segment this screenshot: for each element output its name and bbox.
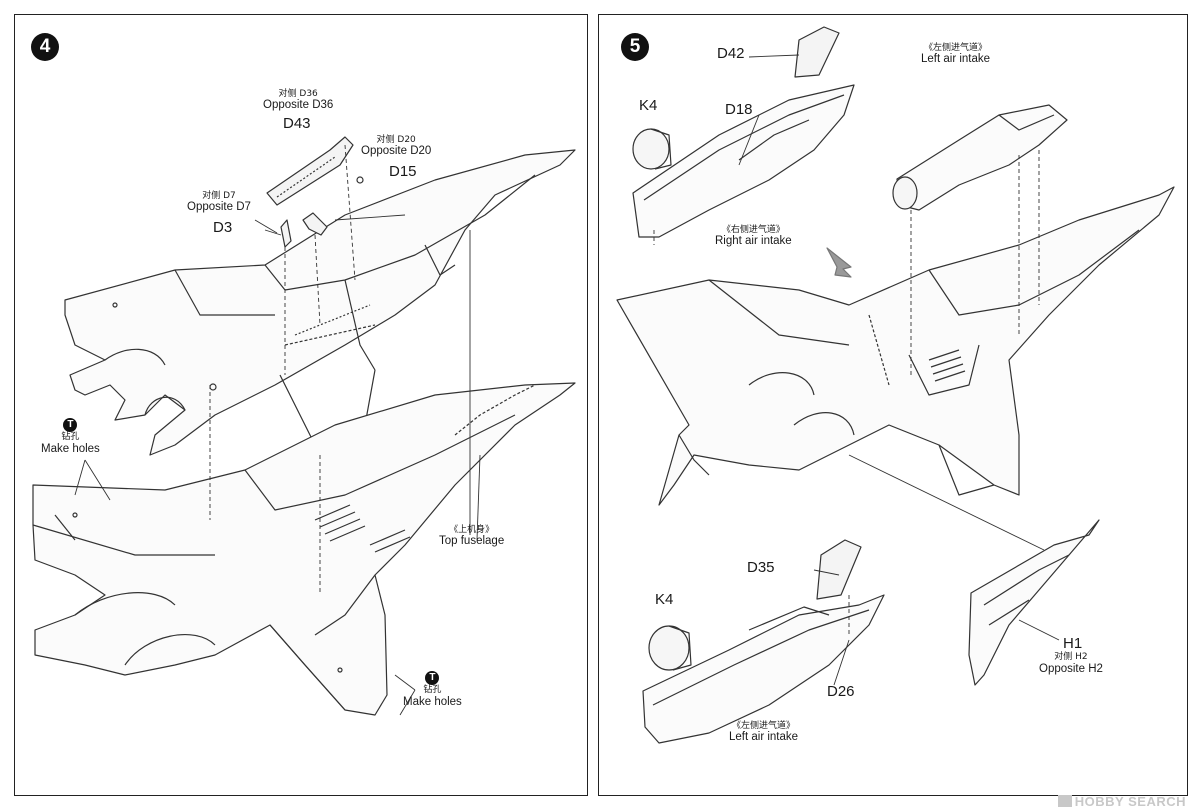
watermark-logo-icon [1057,795,1072,807]
left-intake-cn-text-bottom: 《左侧进气道》 [732,721,796,731]
left-air-intake-top-drawing [892,104,1068,211]
left-air-intake-label-top: 《左侧进气道》 Left air intake [921,43,990,67]
part-k4-label-bottom: K4 [655,591,674,608]
part-d42-label: D42 [717,45,745,62]
d7-cn-text: 对侧 D7 [202,191,236,201]
aircraft-assembly-drawing [616,186,1175,506]
d36-cn-text: 对侧 D36 [278,89,318,99]
leader-lines [74,144,481,716]
make-holes-label-2: T 钻孔 Make holes [403,667,462,709]
small-parts-drawing [266,136,354,248]
part-d26-label: D26 [827,683,855,700]
part-h1-label: H1 对侧 H2 Opposite H2 [1039,635,1103,676]
watermark-text: HOBBY SEARCH [1074,794,1186,809]
d20-cn-text: 对侧 D20 [376,135,416,145]
d36-label: 对侧 D36 Opposite D36 [263,89,333,113]
left-intake-en-text-bottom: Left air intake [729,731,799,744]
make-holes-cn-text-1: 钻孔 [61,432,80,443]
part-d43-label: D43 [283,115,311,132]
make-holes-en-text-1: Make holes [41,442,100,455]
step-5-illustration [616,26,1175,744]
part-h1-drawing [968,519,1100,686]
d7-label: 对侧 D7 Opposite D7 [187,191,251,215]
part-d3-label: D3 [213,219,233,236]
part-d18-label: D18 [725,101,753,118]
leader-lines [653,54,1060,686]
direction-arrow [826,247,852,278]
step-number-5: 5 [621,33,649,61]
make-holes-label-1: T 钻孔 Make holes [41,414,100,456]
make-holes-cn-text-2: 钻孔 [423,685,442,696]
right-air-intake-label: 《右侧进气道》 Right air intake [715,225,792,249]
lower-fuselage-drawing [64,149,576,456]
top-fuselage-label: 《上机身》 Top fuselage [439,525,504,549]
h2-en-text: Opposite H2 [1039,662,1103,675]
d20-label: 对侧 D20 Opposite D20 [361,135,431,159]
part-d35-label: D35 [747,559,775,576]
h2-cn-text: 对侧 H2 [1054,652,1088,663]
step-5-panel: 5 [598,14,1188,796]
left-air-intake-label-bottom: 《左侧进气道》 Left air intake [729,721,798,745]
top-fuselage-cn-text: 《上机身》 [449,525,495,535]
d36-en-text: Opposite D36 [263,99,334,112]
h1-text: H1 [1063,635,1083,652]
top-fuselage-drawing [32,382,576,716]
d7-en-text: Opposite D7 [187,201,251,214]
left-intake-cn-text-top: 《左侧进气道》 [924,43,988,53]
right-intake-cn-text: 《右侧进气道》 [721,225,785,235]
left-intake-en-text-top: Left air intake [921,53,991,66]
make-holes-en-text-2: Make holes [403,695,462,708]
step-4-illustration [32,136,576,716]
step-4-panel: 4 [14,14,588,796]
part-d15-label: D15 [389,163,417,180]
d20-en-text: Opposite D20 [361,145,432,158]
drill-tool-icon: T [63,418,78,432]
right-air-intake-drawing [632,26,855,238]
drill-tool-icon: T [425,671,440,685]
right-intake-en-text: Right air intake [715,235,792,248]
watermark: HOBBY SEARCH [1057,794,1186,809]
left-air-intake-bottom-drawing [642,539,885,744]
top-fuselage-en-text: Top fuselage [439,535,505,548]
step-number-4: 4 [31,33,59,61]
part-k4-label-top: K4 [639,97,658,114]
